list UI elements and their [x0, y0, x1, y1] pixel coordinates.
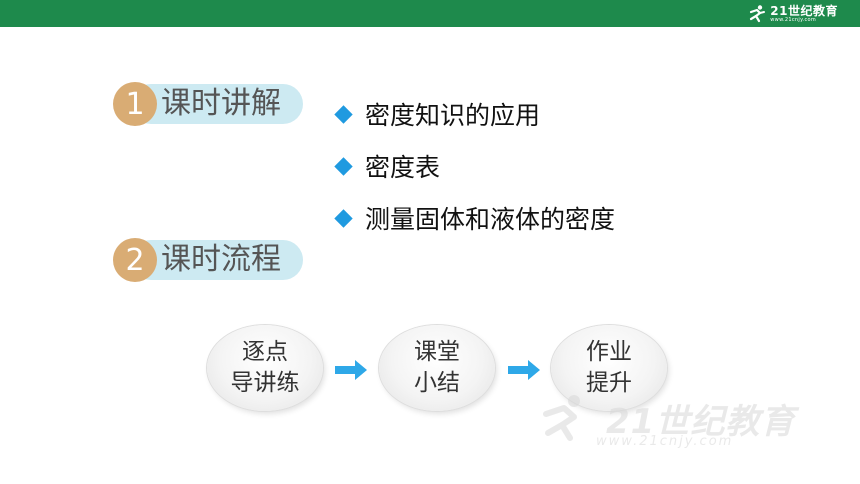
watermark-url: www.21cnjy.com — [596, 434, 734, 449]
flow-step-line: 课堂 — [414, 338, 460, 365]
diamond-bullet-icon — [334, 208, 353, 228]
top-bar: 21世纪教育 www.21cnjy.com — [0, 0, 860, 27]
bullet-text: 密度表 — [365, 153, 441, 182]
arrow-right-icon — [335, 360, 367, 380]
section-title: 课时流程 — [161, 242, 281, 277]
section-lesson-explain: 1 课时讲解 — [113, 82, 305, 126]
bullet-text: 密度知识的应用 — [365, 101, 541, 130]
logo-url: www.21cnjy.com — [770, 17, 817, 23]
flow-step-summary[interactable]: 课堂 小结 — [379, 325, 495, 411]
bullet-text: 测量固体和液体的密度 — [365, 205, 616, 234]
section-number: 1 — [113, 82, 157, 126]
flow-step-practice[interactable]: 逐点 导讲练 — [207, 325, 323, 411]
watermark: 21世纪教育 www.21cnjy.com — [536, 392, 826, 452]
brand-logo: 21世纪教育 www.21cnjy.com — [747, 3, 838, 25]
runner-icon — [543, 395, 580, 441]
flow-step-line: 导讲练 — [230, 370, 300, 396]
flow-step-line: 小结 — [414, 370, 460, 396]
logo-name: 21世纪教育 — [770, 4, 838, 18]
section-lesson-flow: 2 课时流程 — [113, 238, 305, 282]
flow-step-line: 作业 — [586, 338, 632, 365]
list-item: 密度知识的应用 — [333, 88, 615, 140]
runner-icon — [750, 5, 766, 23]
diamond-bullet-icon — [334, 104, 353, 124]
section-number: 2 — [113, 238, 157, 282]
flow-step-line: 提升 — [586, 370, 632, 396]
flow-step-homework[interactable]: 作业 提升 — [551, 325, 667, 411]
diamond-bullet-icon — [334, 156, 353, 176]
arrow-right-icon — [508, 360, 540, 380]
watermark-name: 21世纪教育 — [606, 402, 796, 442]
flow-step-line: 逐点 — [242, 338, 288, 365]
section-pill — [131, 84, 303, 124]
section-title: 课时讲解 — [161, 86, 281, 121]
list-item: 测量固体和液体的密度 — [333, 192, 615, 244]
bullet-list: 密度知识的应用 密度表 测量固体和液体的密度 — [333, 88, 615, 244]
list-item: 密度表 — [333, 140, 615, 192]
section-pill — [131, 240, 303, 280]
